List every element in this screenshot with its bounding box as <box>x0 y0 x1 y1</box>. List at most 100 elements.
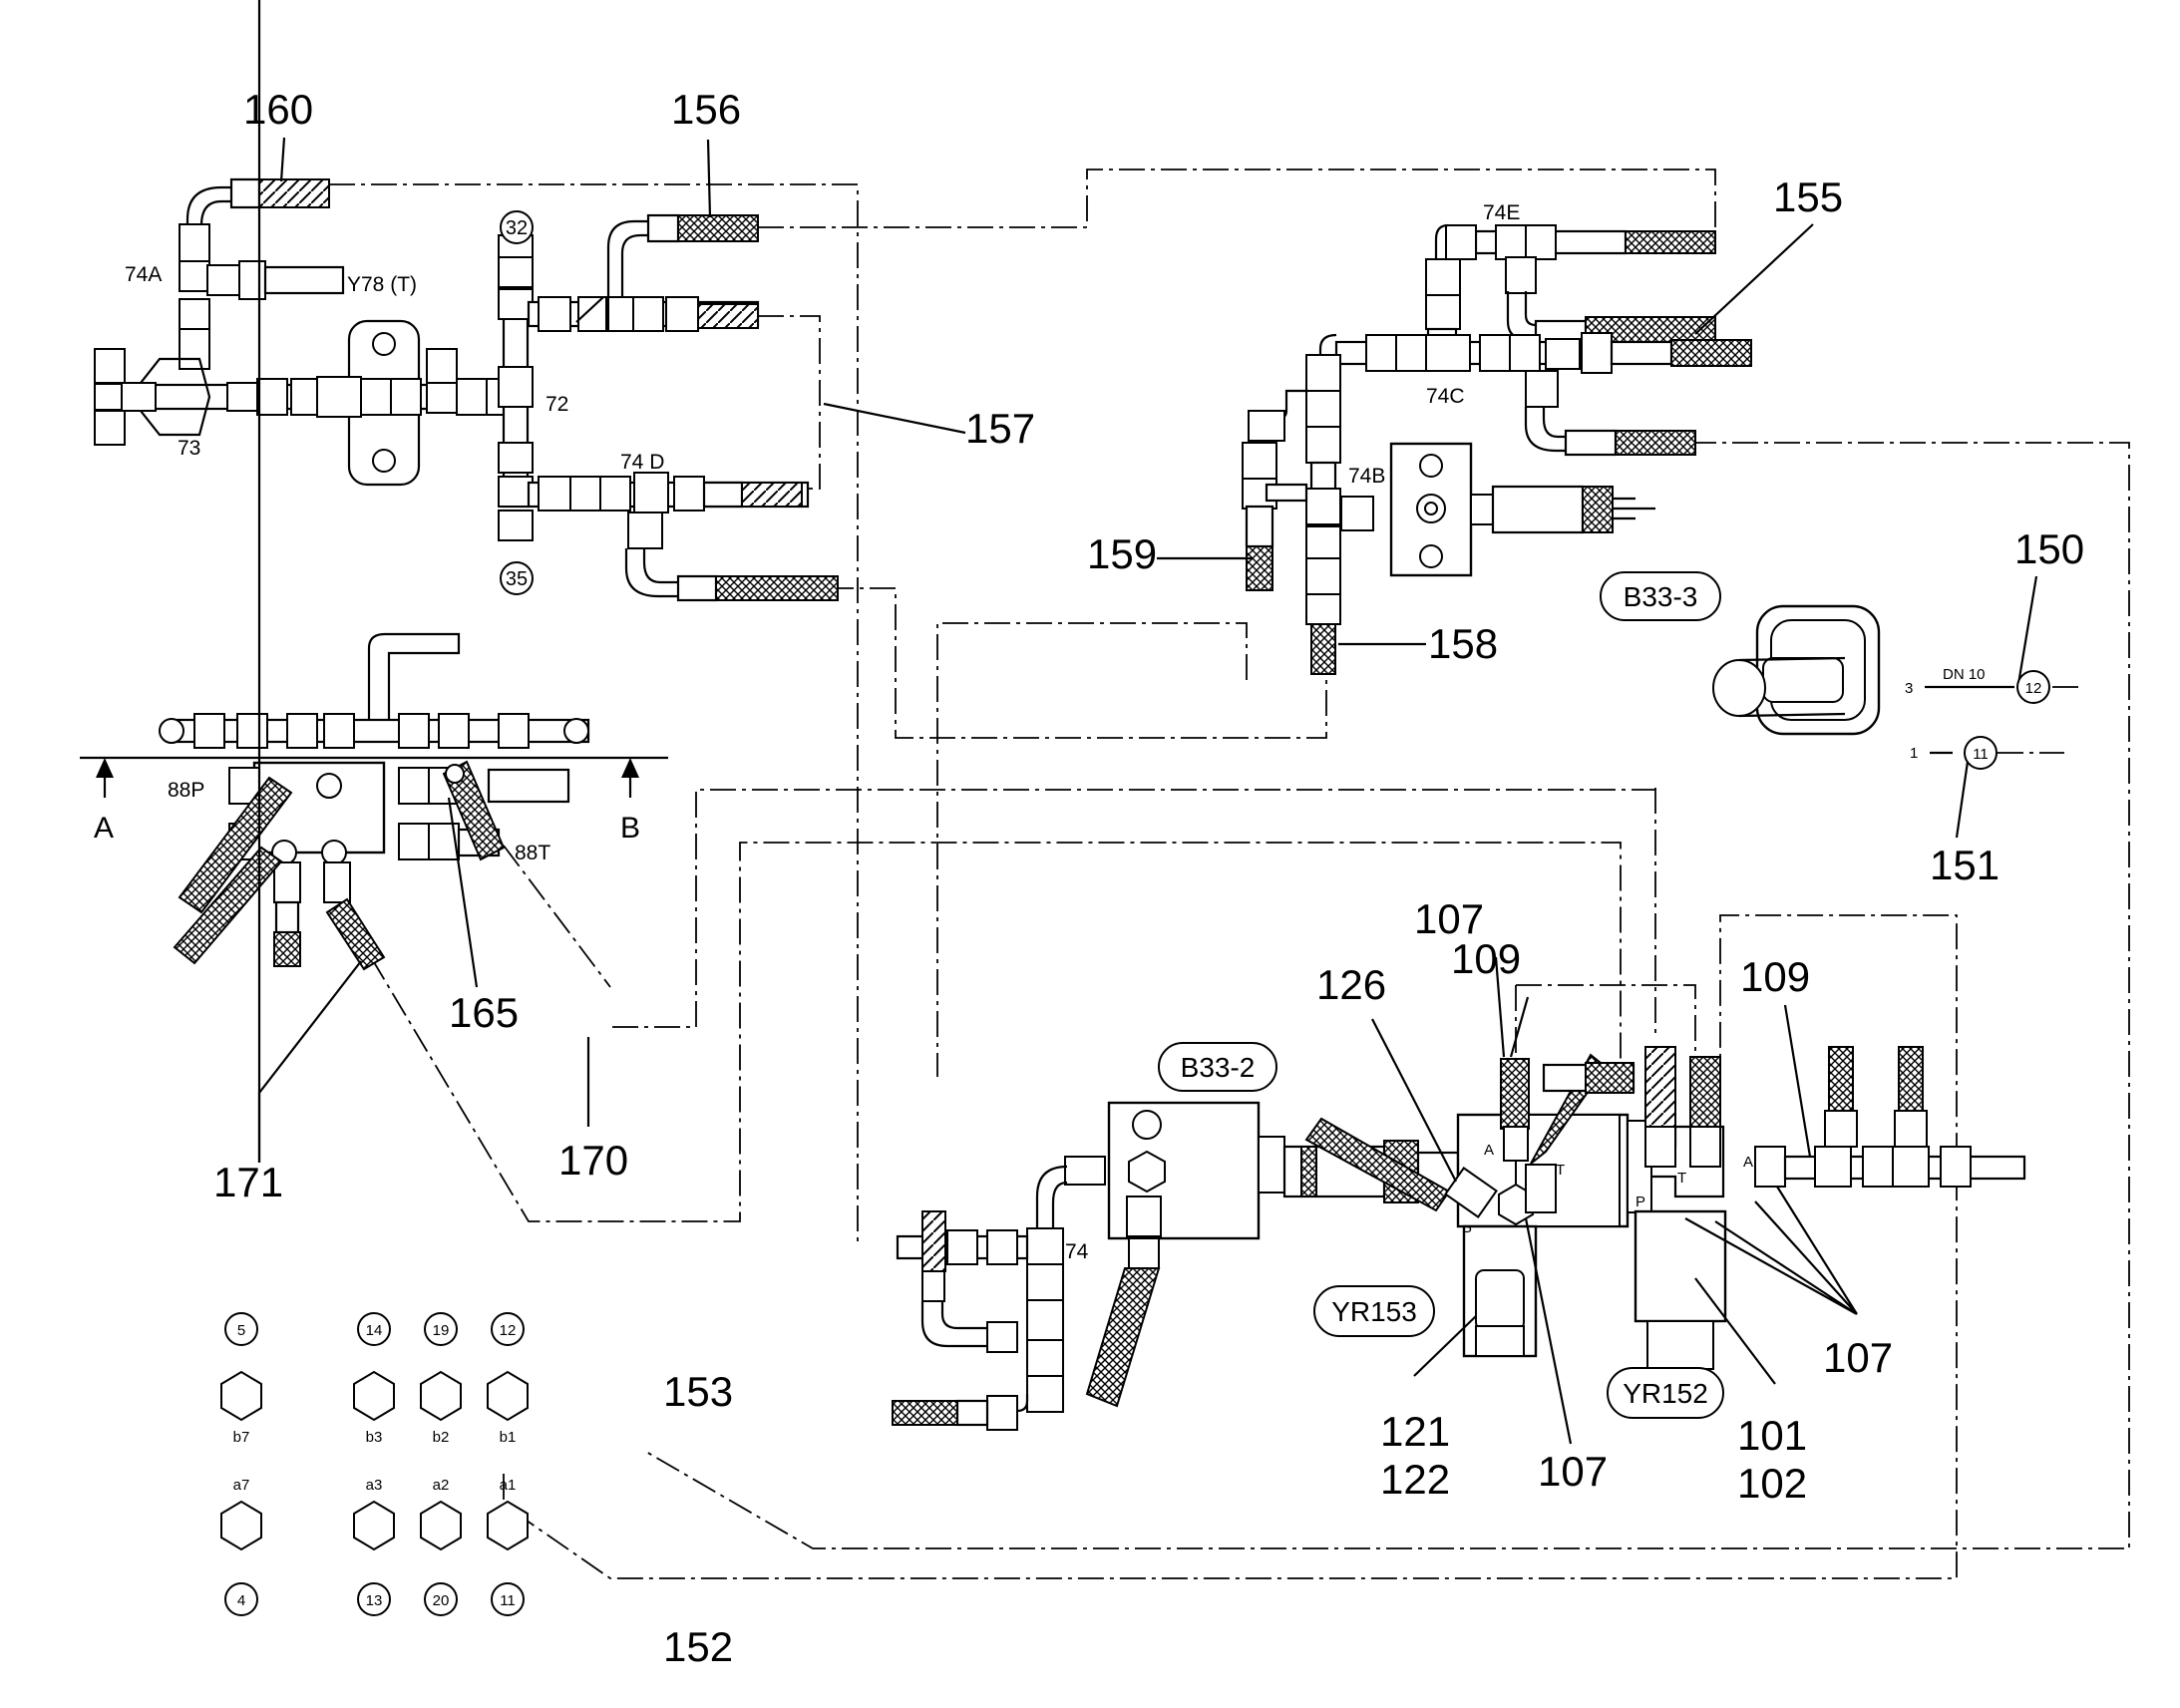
hose-156 <box>677 214 759 242</box>
label-72: 72 <box>545 393 568 416</box>
hose-155-b <box>1670 339 1752 367</box>
callout-150: 150 <box>2014 525 2084 572</box>
grid-circle-12: 12 <box>500 1322 517 1339</box>
circle-12-right: 12 <box>2025 680 2042 697</box>
callout-157: 157 <box>965 405 1035 452</box>
tag-B33-3: B33-3 <box>1624 581 1698 612</box>
tag-YR153: YR153 <box>1331 1296 1417 1327</box>
hex-a3 <box>353 1500 395 1551</box>
circle-35: 35 <box>506 568 528 590</box>
port-A1: A <box>1484 1142 1494 1159</box>
callout-159: 159 <box>1087 530 1157 577</box>
section-A: A <box>94 812 114 845</box>
hex-b2 <box>420 1370 462 1422</box>
joystick-control <box>1712 604 1881 736</box>
port-T2: T <box>1677 1170 1686 1187</box>
valve-stack-bottom <box>892 1046 2026 1431</box>
leader-lines <box>257 0 2038 1445</box>
callout-121: 121 <box>1380 1408 1450 1455</box>
hex-b1 <box>487 1370 529 1422</box>
callout-numbers: 160 156 157 155 159 158 150 151 165 170 … <box>213 86 2084 1670</box>
callout-165: 165 <box>449 989 519 1036</box>
port-label-b3: b3 <box>366 1429 383 1446</box>
port-P1: P <box>1462 1223 1472 1240</box>
port-label-a1: a1 <box>500 1477 517 1494</box>
tube-assembly-top-right <box>1242 223 1752 675</box>
hex-a1 <box>487 1500 529 1551</box>
hex-b7 <box>220 1370 262 1422</box>
hose-121 <box>1085 1267 1161 1408</box>
port-T1: T <box>1556 1162 1565 1179</box>
grid-circle-14: 14 <box>366 1322 383 1339</box>
port-label-b1: b1 <box>500 1429 517 1446</box>
grid-circle-19: 19 <box>433 1322 450 1339</box>
callout-109-right: 109 <box>1740 953 1810 1000</box>
hose-88P-b <box>173 846 283 965</box>
label-DN10: DN 10 <box>1943 666 1986 683</box>
port-lines <box>1925 685 2084 755</box>
tube-assembly-top-left <box>94 177 839 602</box>
hose-109b <box>1689 1056 1721 1128</box>
grid-circle-13: 13 <box>366 1592 383 1609</box>
callout-170: 170 <box>558 1137 628 1184</box>
label-74E: 74E <box>1483 201 1520 224</box>
hex-a7 <box>220 1500 262 1551</box>
circled-numbers: 32 35 12 11 5 14 19 12 4 13 20 11 <box>224 210 2050 1616</box>
hose-160 <box>258 178 330 208</box>
sensor-coil <box>1582 486 1614 533</box>
label-74A: 74A <box>125 263 162 286</box>
hose-157-upper <box>697 303 759 329</box>
port-label-a7: a7 <box>233 1477 250 1494</box>
callout-107-top: 107 <box>1414 895 1484 942</box>
hose-74-a <box>921 1210 946 1272</box>
label-88P: 88P <box>168 779 204 802</box>
hex-a2 <box>420 1500 462 1551</box>
valve-bank <box>80 632 668 971</box>
label-Y78: Y78 (T) <box>347 273 417 296</box>
hose-171 <box>325 897 386 971</box>
callout-126: 126 <box>1316 961 1386 1008</box>
hose-158 <box>1310 623 1336 675</box>
grid-circle-5: 5 <box>237 1322 245 1339</box>
circle-32: 32 <box>506 217 528 239</box>
port-label-b2: b2 <box>433 1429 450 1446</box>
hose-top-right <box>1625 230 1716 254</box>
callout-107-bottom: 107 <box>1538 1448 1608 1495</box>
port-label-a3: a3 <box>366 1477 383 1494</box>
hose-right-2 <box>1898 1046 1924 1112</box>
grid-circle-11: 11 <box>500 1592 516 1609</box>
hose-down-a <box>273 931 301 967</box>
hex-b3 <box>353 1370 395 1422</box>
label-74C: 74C <box>1426 385 1465 408</box>
callout-107-right: 107 <box>1823 1334 1893 1381</box>
callout-171: 171 <box>213 1159 283 1205</box>
port-P2: P <box>1635 1194 1645 1210</box>
label-88T: 88T <box>515 842 550 864</box>
label-74B: 74B <box>1348 465 1385 488</box>
label-port-3: 3 <box>1905 680 1913 697</box>
port-label-b7: b7 <box>233 1429 250 1446</box>
hose-109a <box>1500 1058 1530 1130</box>
grid-circle-4: 4 <box>237 1592 245 1609</box>
hose-lower-right <box>1615 430 1696 456</box>
label-port-1: 1 <box>1910 745 1918 762</box>
hose-lower-74D <box>715 575 839 601</box>
callout-102: 102 <box>1737 1460 1807 1507</box>
port-label-a2: a2 <box>433 1477 450 1494</box>
callout-155: 155 <box>1773 173 1843 220</box>
label-74: 74 <box>1065 1240 1089 1263</box>
callout-109-left: 109 <box>1451 935 1521 982</box>
port-A2: A <box>1743 1154 1753 1171</box>
callout-160: 160 <box>243 86 313 133</box>
label-73: 73 <box>178 437 200 460</box>
callout-158: 158 <box>1428 620 1498 667</box>
callout-122: 122 <box>1380 1456 1450 1503</box>
callout-156: 156 <box>671 86 741 133</box>
part-labels: 74A Y78 (T) 73 72 74 D 74E 74C 74B 74 88… <box>94 201 1986 1263</box>
tag-B33-2: B33-2 <box>1181 1052 1256 1083</box>
callout-151: 151 <box>1930 842 1999 888</box>
callout-152: 152 <box>663 1623 733 1670</box>
callout-101: 101 <box>1737 1412 1807 1459</box>
grid-circle-20: 20 <box>433 1592 450 1609</box>
